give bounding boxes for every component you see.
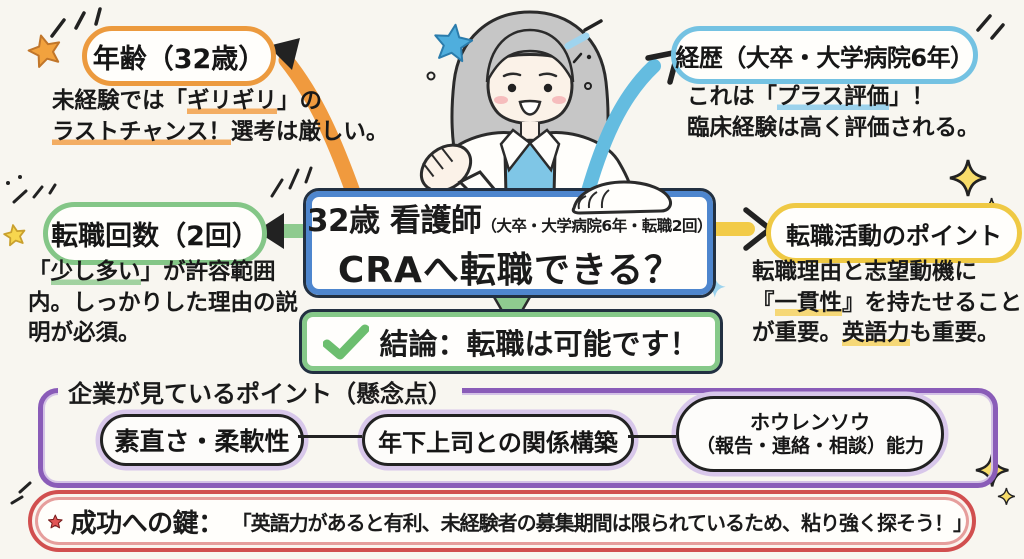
note-career: これは「プラス評価」！ 臨床経験は高く評価される。	[687, 84, 980, 141]
node-points-label: 転職活動のポイント	[786, 221, 1002, 250]
check-icon	[323, 324, 370, 359]
nurse-illustration	[419, 10, 635, 200]
emphasis-dashes-jobcount	[12, 183, 57, 204]
concern-item-kankei: 年下上司との関係構築	[362, 414, 634, 466]
key-text: 「英語力があると有利、未経験者の募集期間は限られているため、粘り強く探そう！」	[231, 510, 973, 535]
arrow-to-career	[578, 49, 681, 209]
node-age-label: 年齢（32歳）	[92, 43, 266, 75]
node-career: 経歴（大卒・大学病院6年）	[671, 26, 978, 84]
connector-line	[628, 435, 676, 438]
center-title: 32歳 看護師	[306, 203, 482, 239]
smile-mouth	[518, 99, 542, 116]
arrow-to-points	[703, 207, 773, 251]
conclusion-text: 結論：転職は可能です！	[379, 326, 699, 361]
center-subtitle: （大卒・大学病院6年・転職2回）	[481, 217, 712, 235]
concerns-box	[38, 388, 998, 488]
node-jobcount: 転職回数（2回）	[43, 202, 267, 265]
conclusion-box: 結論：転職は可能です！	[299, 309, 723, 374]
highlight-girigiri: ギリギリ	[187, 88, 278, 114]
note-age: 未経験では「ギリギリ」の ラストチャンス！選考は厳しい。	[52, 88, 389, 145]
highlight-lastchance: ラストチャンス！	[52, 118, 231, 145]
center-question-box: 32歳 看護師 （大卒・大学病院6年・転職2回） CRAへ転職できる？	[303, 188, 716, 298]
note-jobcount: 「少し多い」が許容範囲 内。しっかりした理由の説 明が必須。	[28, 259, 299, 347]
key-label: 成功への鍵：	[70, 508, 225, 539]
emphasis-dashes-keybox	[10, 481, 32, 505]
node-points: 転職活動のポイント	[766, 203, 1022, 263]
red-star-icon	[48, 514, 63, 528]
node-jobcount-label: 転職回数（2回）	[51, 221, 259, 252]
blue-star-icon	[434, 23, 474, 63]
concern-item-hourensou: ホウレンソウ （報告・連絡・相談）能力	[676, 396, 944, 472]
highlight-ikkansei: 一貫性	[774, 289, 843, 316]
eye-left	[507, 83, 517, 93]
concerns-title: 企業が見ているポイント（懸念点）	[58, 374, 462, 409]
emphasis-dashes-career	[976, 14, 1005, 40]
highlight-sukoshi-ooi: 少し多い	[50, 259, 141, 285]
orange-star-icon	[27, 34, 61, 68]
emphasis-dashes-centerbox	[270, 166, 313, 198]
note-points: 転職理由と志望動機に 『一貫性』を持たせること が重要。英語力も重要。	[752, 259, 1023, 347]
eye-right	[543, 83, 553, 93]
connector-line	[298, 435, 362, 438]
highlight-eigoryoku: 英語力	[842, 320, 910, 347]
concern-item-sunaosa: 素直さ・柔軟性	[100, 414, 304, 466]
node-age: 年齢（32歳）	[82, 26, 276, 86]
center-question: CRAへ転職できる？	[337, 250, 682, 291]
key-box: 成功への鍵： 「英語力があると有利、未経験者の募集期間は限られているため、粘り強…	[28, 490, 976, 552]
node-career-label: 経歴（大卒・大学病院6年）	[675, 43, 974, 72]
highlight-plus-hyouka: プラス評価	[777, 84, 890, 110]
yellow-star-icon	[3, 224, 26, 247]
